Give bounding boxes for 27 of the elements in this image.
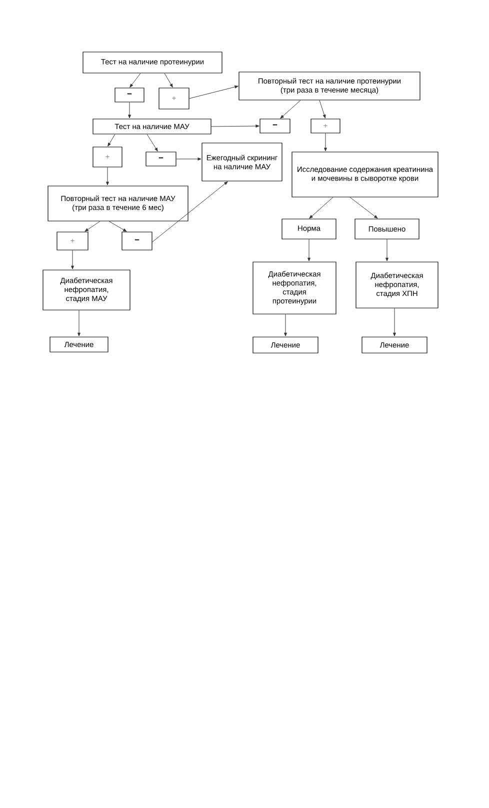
arrow — [309, 197, 334, 218]
arrow — [71, 250, 74, 270]
arrow — [393, 308, 396, 336]
arrow — [108, 134, 116, 146]
arrow — [319, 100, 326, 118]
arrow — [280, 100, 301, 118]
arrow — [106, 167, 109, 186]
sign-box: − — [114, 88, 144, 102]
arrow — [108, 221, 127, 232]
arrow — [189, 86, 238, 99]
arrow — [146, 134, 158, 152]
arrow — [84, 221, 100, 232]
arrow — [211, 124, 260, 128]
arrow — [284, 314, 287, 336]
sign-box: − — [146, 152, 176, 166]
arrow — [308, 239, 310, 262]
arrow — [164, 73, 173, 88]
arrow — [130, 73, 141, 88]
arrow — [386, 239, 388, 262]
arrow — [324, 133, 327, 152]
arrow — [78, 310, 80, 336]
arrow — [350, 197, 378, 219]
arrow — [176, 158, 202, 160]
sign-box: − — [260, 118, 290, 134]
arrow — [128, 102, 131, 118]
arrow — [152, 182, 228, 242]
sign-box: − — [122, 232, 152, 250]
